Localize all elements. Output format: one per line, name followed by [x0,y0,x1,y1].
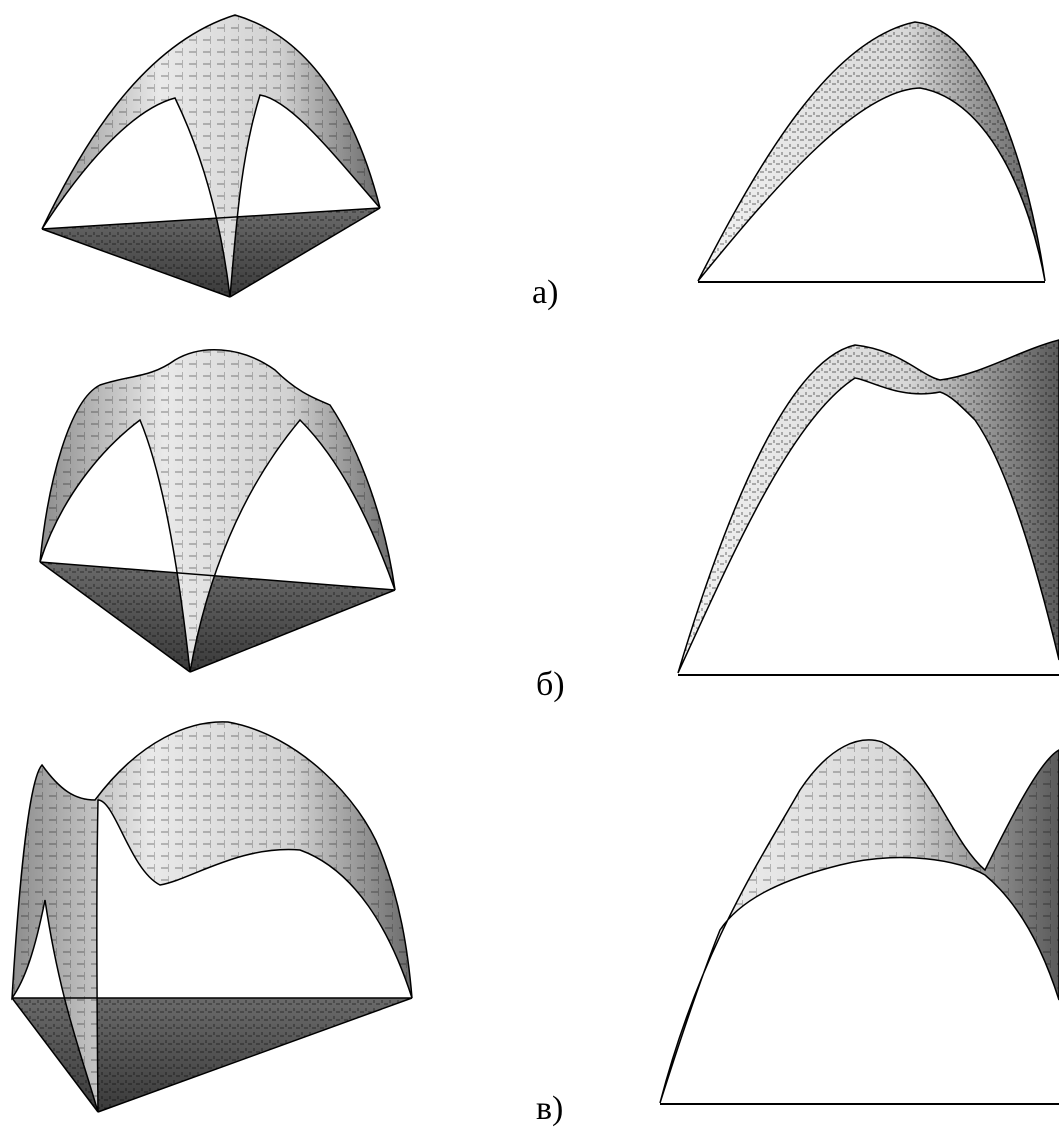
panel-label-b: б) [536,666,565,703]
panel-label-c: в) [536,1090,564,1127]
panel-c-side-profile [659,739,1059,1105]
panel-a-side-profile [697,21,1046,283]
panel-b-side-profile [677,339,1059,676]
panel-b-3d-surface [39,349,396,673]
panel-c-3d-surface [11,721,413,1113]
panel-label-a: а) [532,274,559,311]
panel-a-3d-surface [41,14,381,298]
